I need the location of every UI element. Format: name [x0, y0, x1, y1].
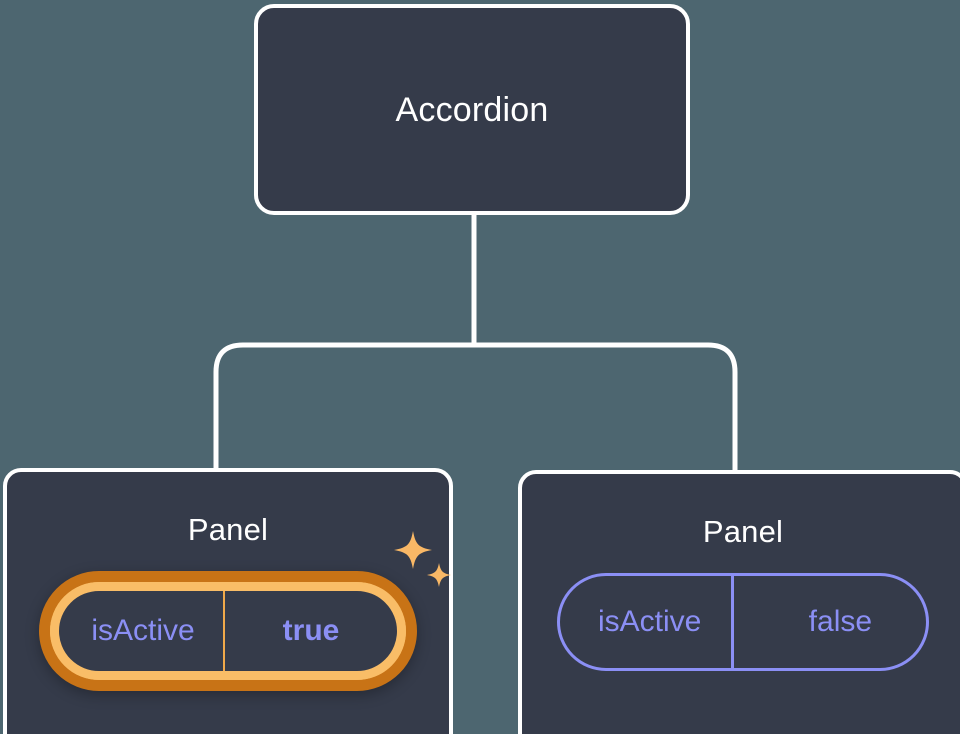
node-accordion[interactable]: Accordion: [254, 4, 690, 215]
connector-branch-right: [474, 342, 738, 472]
prop-pill-isactive-false[interactable]: isActive false: [557, 573, 929, 671]
prop-pill-isactive-true[interactable]: isActive true: [50, 582, 406, 680]
prop-pill-wrapper-right: isActive false: [557, 573, 929, 671]
prop-key-label: isActive: [598, 605, 702, 638]
prop-value-label: false: [731, 576, 926, 668]
connector-branch-left: [213, 342, 474, 470]
sparkle-small-icon: [427, 563, 451, 587]
prop-pill-highlight-ring: isActive true: [39, 571, 417, 691]
node-panel-left-title: Panel: [187, 512, 269, 547]
sparkle-large-icon: [394, 531, 432, 569]
prop-pill-wrapper-left: isActive true: [39, 531, 451, 691]
node-panel-left[interactable]: Panel isActive true: [3, 468, 453, 734]
sparkles-icon: [394, 531, 451, 587]
prop-value-label: true: [223, 591, 397, 671]
node-panel-right[interactable]: Panel isActive false: [518, 470, 960, 734]
prop-key-label: isActive: [91, 614, 195, 647]
node-panel-right-title: Panel: [702, 514, 784, 549]
node-accordion-title: Accordion: [395, 90, 549, 129]
